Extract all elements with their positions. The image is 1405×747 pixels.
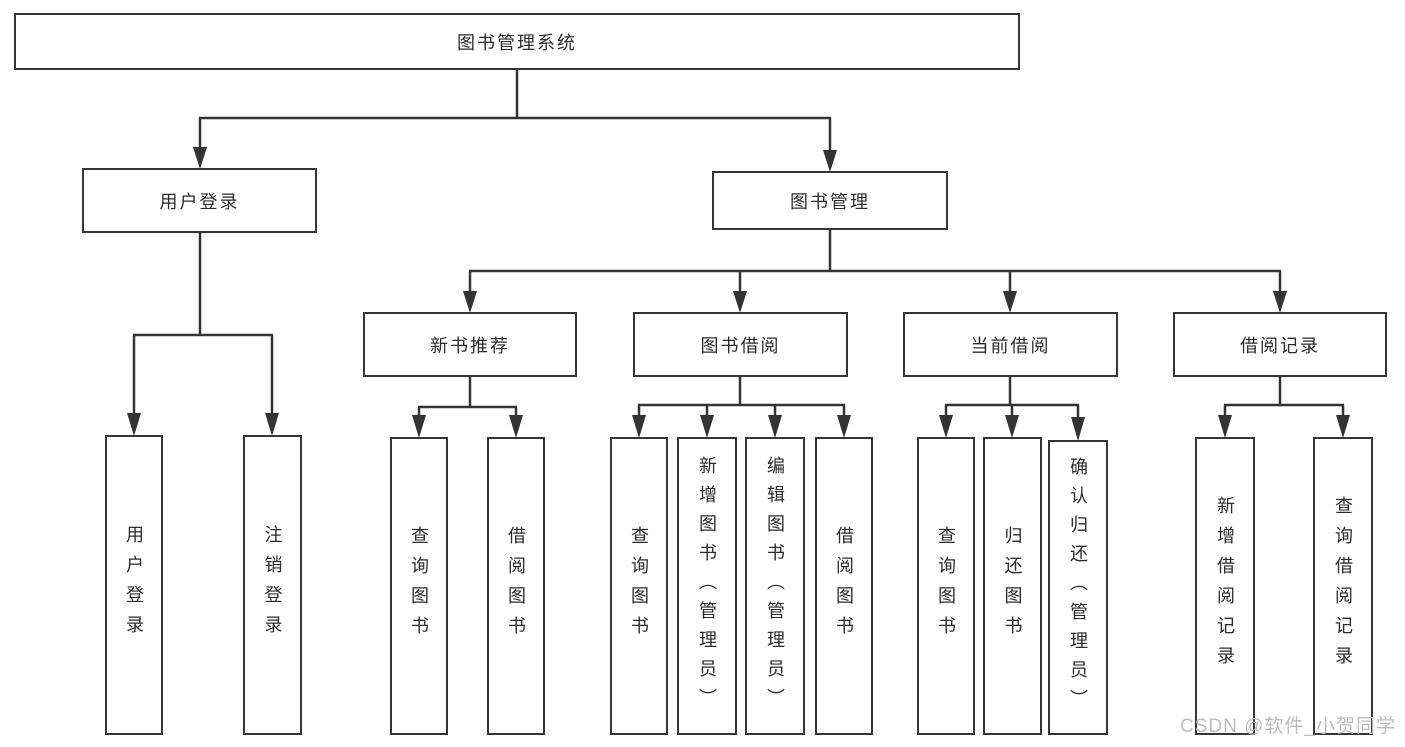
leaf-record-add-borrow-record: 新增借阅记录: [1195, 437, 1255, 735]
node-root: 图书管理系统: [14, 13, 1020, 70]
node-new-book-recommendation: 新书推荐: [363, 312, 577, 377]
node-book-management: 图书管理: [712, 171, 948, 230]
leaf-rec-borrow-books: 借阅图书: [487, 437, 545, 735]
node-current-borrowing: 当前借阅: [903, 312, 1118, 377]
leaf-user-login: 用户登录: [105, 435, 163, 735]
leaf-borrow-add-books-admin: 新增图书（管理员）: [677, 437, 737, 735]
leaf-current-return-books: 归还图书: [983, 437, 1042, 735]
leaf-rec-query-books: 查询图书: [390, 437, 448, 735]
leaf-borrow-query-books: 查询图书: [610, 437, 668, 735]
node-borrowing-records: 借阅记录: [1173, 312, 1387, 377]
leaf-borrow-borrow-books: 借阅图书: [815, 437, 873, 735]
csdn-watermark: CSDN @软件_小贺同学: [1180, 716, 1396, 737]
node-user-login: 用户登录: [82, 168, 317, 233]
leaf-logout: 注销登录: [243, 435, 302, 735]
leaf-record-query-borrow-record: 查询借阅记录: [1313, 437, 1373, 735]
node-book-borrowing: 图书借阅: [633, 312, 848, 377]
leaf-borrow-edit-books-admin: 编辑图书（管理员）: [745, 437, 805, 735]
leaf-current-confirm-return-admin: 确认归还（管理员）: [1048, 440, 1108, 735]
leaf-current-query-books: 查询图书: [917, 437, 975, 735]
